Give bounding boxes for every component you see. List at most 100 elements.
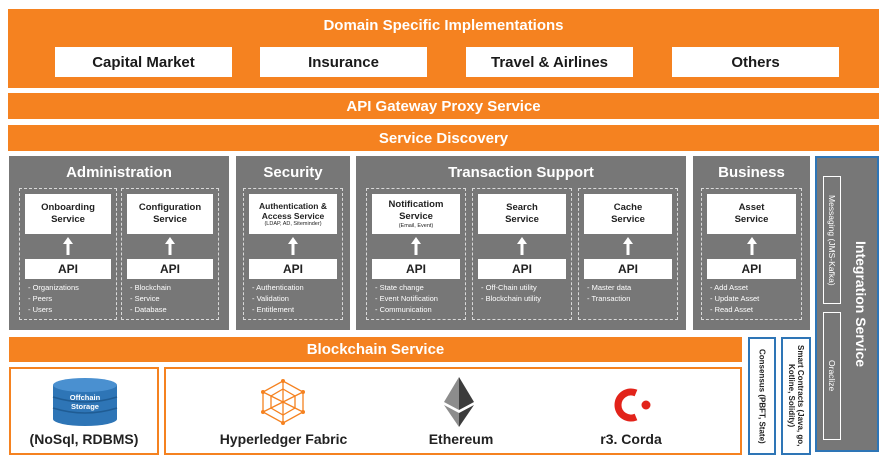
asset-service-box: Asset Service bbox=[707, 194, 796, 234]
arrow-up-icon bbox=[623, 237, 633, 257]
authentication-service-label: Authentication & Access Service bbox=[259, 200, 327, 221]
arrow-up-icon bbox=[288, 237, 298, 257]
security-title: Security bbox=[263, 164, 323, 181]
search-api-box: API bbox=[478, 259, 566, 279]
consensus-box: Consensus (PBFT, State) bbox=[748, 337, 776, 455]
transaction-support-panel: Transaction Support Notificatiom Service… bbox=[356, 156, 686, 330]
oraclize-label: Oraclize bbox=[827, 360, 837, 392]
asset-service-group: Asset Service API Add Asset Update Asset… bbox=[701, 188, 802, 320]
authentication-service-box: Authentication & Access Service (LDAP, A… bbox=[249, 194, 337, 234]
asset-api-box: API bbox=[707, 259, 796, 279]
messaging-label: Messaging (JMS-Kafka) bbox=[827, 194, 837, 286]
bullet-item: Blockchain utility bbox=[481, 293, 541, 304]
authentication-api-box: API bbox=[249, 259, 337, 279]
authentication-service-group: Authentication & Access Service (LDAP, A… bbox=[243, 188, 343, 320]
offchain-storage-box: Offchain Storage (NoSql, RDBMS) bbox=[9, 367, 159, 455]
asset-bullets: Add Asset Update Asset Read Asset bbox=[710, 282, 759, 315]
bullet-item: Blockchain bbox=[130, 282, 171, 293]
configuration-service-group: Configuration Service API Blockchain Ser… bbox=[121, 188, 219, 320]
authentication-service-sub: (LDAP, AD, Siteminder) bbox=[264, 220, 322, 227]
domain-implementations-band: Domain Specific Implementations Capital … bbox=[8, 9, 879, 88]
transaction-support-title: Transaction Support bbox=[448, 164, 594, 181]
database-cylinder-icon bbox=[52, 378, 118, 426]
arrow-up-icon bbox=[63, 237, 73, 257]
arrow-up-icon bbox=[747, 237, 757, 257]
domain-insurance: Insurance bbox=[260, 47, 427, 77]
bullet-item: Users bbox=[28, 304, 79, 315]
hyperledger-label: Hyperledger Fabric bbox=[219, 431, 348, 447]
consensus-label: Consensus (PBFT, State) bbox=[757, 348, 767, 444]
configuration-bullets: Blockchain Service Database bbox=[130, 282, 171, 315]
bullet-item: Authentication bbox=[252, 282, 304, 293]
bullet-item: Add Asset bbox=[710, 282, 759, 293]
bullet-item: Peers bbox=[28, 293, 79, 304]
bullet-item: Service bbox=[130, 293, 171, 304]
bullet-item: Database bbox=[130, 304, 171, 315]
bullet-item: Organizations bbox=[28, 282, 79, 293]
notification-api-box: API bbox=[372, 259, 460, 279]
bullet-item: State change bbox=[375, 282, 438, 293]
bullet-item: Validation bbox=[252, 293, 304, 304]
bullet-item: Entitlement bbox=[252, 304, 304, 315]
notification-service-group: Notificatiom Service (Email, Event) API … bbox=[366, 188, 466, 320]
bullet-item: Off-Chain utility bbox=[481, 282, 541, 293]
search-service-label: Search Service bbox=[505, 202, 539, 225]
configuration-service-label: Configuration Service bbox=[138, 202, 202, 225]
search-service-box: Search Service bbox=[478, 194, 566, 234]
storage-label: (NoSql, RDBMS) bbox=[29, 431, 139, 447]
bullet-item: Update Asset bbox=[710, 293, 760, 304]
onboarding-service-group: Onboarding Service API Organizations Pee… bbox=[19, 188, 117, 320]
search-service-group: Search Service API Off-Chain utility Blo… bbox=[472, 188, 572, 320]
onboarding-service-box: Onboarding Service bbox=[25, 194, 111, 234]
api-gateway-band: API Gateway Proxy Service bbox=[8, 93, 879, 119]
notification-service-sub: (Email, Event) bbox=[398, 222, 434, 229]
notification-service-label: Notificatiom Service bbox=[388, 198, 444, 222]
bullet-item: Transaction bbox=[587, 293, 631, 304]
service-discovery-band: Service Discovery bbox=[8, 125, 879, 151]
domain-title: Domain Specific Implementations bbox=[323, 17, 564, 34]
integration-title-wrap: Integration Service bbox=[847, 158, 875, 450]
cache-api-box: API bbox=[584, 259, 672, 279]
business-panel: Business Asset Service API Add Asset Upd… bbox=[693, 156, 810, 330]
cache-bullets: Master data Transaction bbox=[587, 282, 631, 304]
blockchain-service-band: Blockchain Service bbox=[9, 337, 742, 362]
cylinder-label: Offchain Storage bbox=[69, 393, 101, 411]
ethereum-icon bbox=[444, 377, 474, 427]
notification-service-box: Notificatiom Service (Email, Event) bbox=[372, 194, 460, 234]
configuration-service-box: Configuration Service bbox=[127, 194, 213, 234]
corda-icon bbox=[614, 388, 651, 422]
arrow-up-icon bbox=[411, 237, 421, 257]
cache-service-label: Cache Service bbox=[611, 202, 645, 225]
administration-title: Administration bbox=[66, 164, 172, 181]
domain-capital-market: Capital Market bbox=[55, 47, 232, 77]
notification-bullets: State change Event Notification Communic… bbox=[375, 282, 438, 315]
cache-service-group: Cache Service API Master data Transactio… bbox=[578, 188, 678, 320]
onboarding-bullets: Organizations Peers Users bbox=[28, 282, 79, 315]
asset-service-label: Asset Service bbox=[734, 202, 769, 225]
integration-service-box: Messaging (JMS-Kafka) Oraclize Integrati… bbox=[815, 156, 879, 452]
business-title: Business bbox=[718, 164, 785, 181]
arrow-up-icon bbox=[165, 237, 175, 257]
onboarding-api-box: API bbox=[25, 259, 111, 279]
corda-label: r3. Corda bbox=[600, 431, 662, 447]
blockchain-networks-box: Hyperledger Fabric Ethereum r3. Corda bbox=[164, 367, 742, 455]
bullet-item: Master data bbox=[587, 282, 632, 293]
arrow-up-icon bbox=[517, 237, 527, 257]
bullet-item: Read Asset bbox=[710, 304, 759, 315]
smart-contracts-box: Smart Contracts (Java, go, Kotline, Soli… bbox=[781, 337, 811, 455]
authentication-bullets: Authentication Validation Entitlement bbox=[252, 282, 304, 315]
onboarding-service-label: Onboarding Service bbox=[41, 202, 95, 225]
search-bullets: Off-Chain utility Blockchain utility bbox=[481, 282, 541, 304]
ethereum-label: Ethereum bbox=[428, 431, 494, 447]
hyperledger-network-icon bbox=[261, 379, 305, 425]
domain-others: Others bbox=[672, 47, 839, 77]
domain-travel-airlines: Travel & Airlines bbox=[466, 47, 633, 77]
cache-service-box: Cache Service bbox=[584, 194, 672, 234]
configuration-api-box: API bbox=[127, 259, 213, 279]
oraclize-box: Oraclize bbox=[823, 312, 841, 440]
security-panel: Security Authentication & Access Service… bbox=[236, 156, 350, 330]
administration-panel: Administration Onboarding Service API Or… bbox=[9, 156, 229, 330]
smart-contracts-label: Smart Contracts (Java, go, Kotline, Soli… bbox=[787, 345, 805, 447]
integration-title: Integration Service bbox=[853, 240, 869, 368]
messaging-box: Messaging (JMS-Kafka) bbox=[823, 176, 841, 304]
